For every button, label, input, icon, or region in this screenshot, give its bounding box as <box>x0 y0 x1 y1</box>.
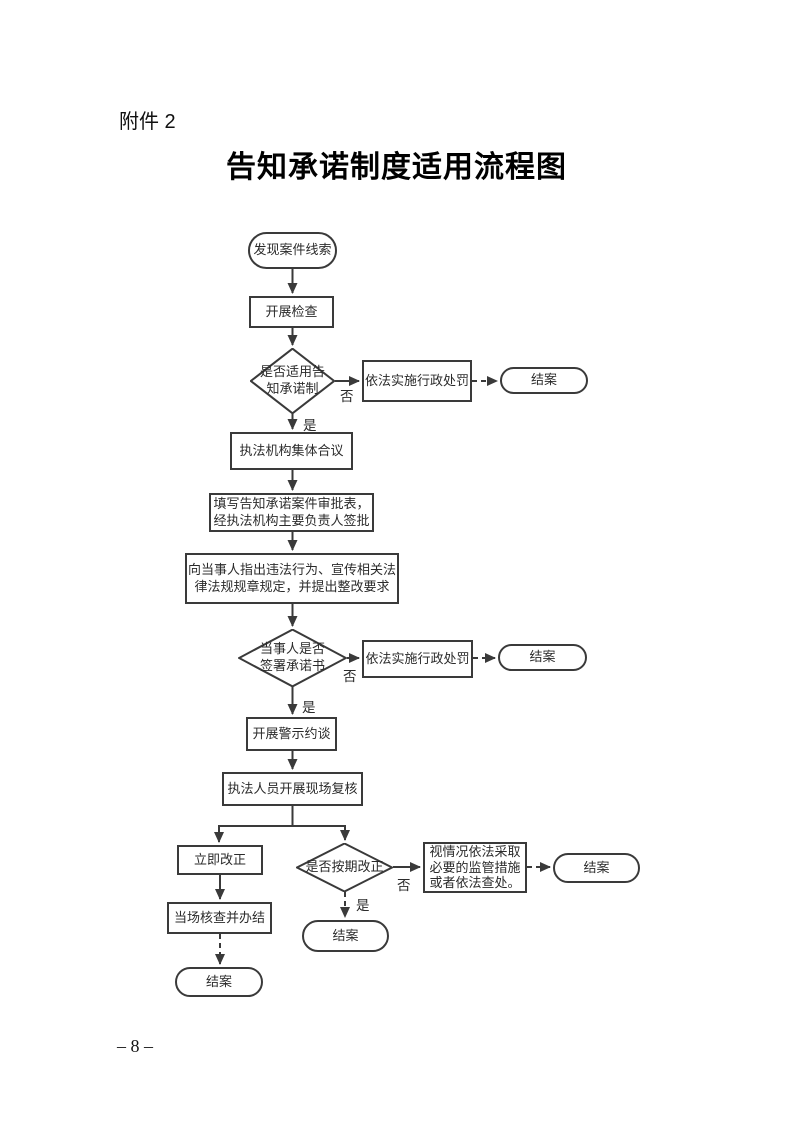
node-label: 发现案件线索 <box>253 242 332 258</box>
node-label: 是否按期改正 <box>305 859 384 875</box>
node-label: 是否适用告知承诺制 <box>259 364 325 396</box>
terminator-close-second: 结案 <box>498 644 587 671</box>
attachment-label: 附件 2 <box>119 111 176 133</box>
node-label: 结案 <box>530 372 557 388</box>
process-point-out: 向当事人指出违法行为、宣传相关法律法规规章规定，并提出整改要求 <box>185 553 399 604</box>
diamond-shape <box>296 843 393 892</box>
terminator-close-middle: 结案 <box>302 920 389 952</box>
process-inspect: 开展检查 <box>249 296 334 328</box>
edge-label-yes-3: 是 <box>356 898 370 913</box>
edge-label-no-2: 否 <box>343 669 357 684</box>
page-number: – 8 – <box>117 1036 153 1056</box>
decision-schedule: 是否按期改正 <box>296 843 393 892</box>
node-label: 依法实施行政处罚 <box>365 650 470 666</box>
node-label: 当场核查并办结 <box>173 909 265 925</box>
process-approval-form: 填写告知承诺案件审批表，经执法机构主要负责人签批 <box>209 493 374 532</box>
edge-label-yes-2: 是 <box>302 700 316 715</box>
node-label: 依法实施行政处罚 <box>364 372 469 388</box>
process-immediate-correct: 立即改正 <box>177 845 263 875</box>
decision-sign: 当事人是否签署承诺书 <box>238 629 347 687</box>
process-onsite-review: 执法人员开展现场复核 <box>222 772 363 806</box>
process-warning-talk: 开展警示约谈 <box>246 717 337 751</box>
node-label: 向当事人指出违法行为、宣传相关法律法规规章规定，并提出整改要求 <box>187 561 396 594</box>
node-label: 视情况依法采取必要的监管措施或者依法查处。 <box>429 843 521 891</box>
node-label: 填写告知承诺案件审批表，经执法机构主要负责人签批 <box>213 495 370 528</box>
decision-applicable: 是否适用告知承诺制 <box>250 348 335 414</box>
process-punish-second: 依法实施行政处罚 <box>362 640 473 678</box>
terminator-start: 发现案件线索 <box>248 232 337 269</box>
page-title: 告知承诺制度适用流程图 <box>226 151 567 184</box>
terminator-close-right: 结案 <box>553 853 640 883</box>
diamond-shape <box>250 348 335 414</box>
node-label: 结案 <box>583 859 610 875</box>
node-label: 执法人员开展现场复核 <box>227 780 358 796</box>
edge-label-no-3: 否 <box>397 878 411 893</box>
edge-label-no-1: 否 <box>340 389 354 404</box>
node-label: 结案 <box>205 973 232 989</box>
process-onsite-verify: 当场核查并办结 <box>167 902 272 934</box>
process-deliberation: 执法机构集体合议 <box>230 432 353 470</box>
node-label: 立即改正 <box>193 851 246 867</box>
diamond-shape <box>238 629 347 687</box>
process-supervision: 视情况依法采取必要的监管措施或者依法查处。 <box>423 842 527 893</box>
process-punish-first: 依法实施行政处罚 <box>362 360 472 402</box>
node-label: 开展警示约谈 <box>252 725 331 741</box>
node-label: 结案 <box>529 649 556 665</box>
node-label: 结案 <box>332 927 359 943</box>
terminator-close-left: 结案 <box>175 967 263 997</box>
terminator-close-first: 结案 <box>500 367 588 394</box>
node-label: 执法机构集体合议 <box>239 442 344 458</box>
edge-label-yes-1: 是 <box>303 418 317 433</box>
node-label: 开展检查 <box>265 303 318 319</box>
node-label: 当事人是否签署承诺书 <box>259 641 325 673</box>
